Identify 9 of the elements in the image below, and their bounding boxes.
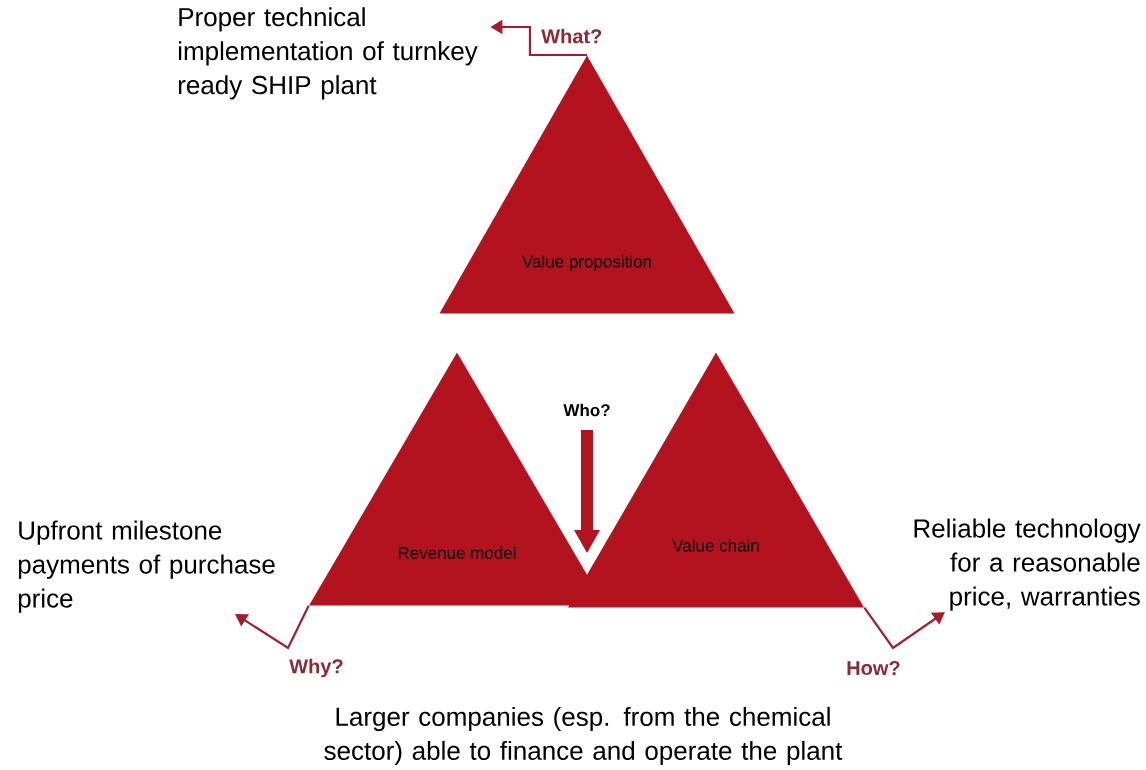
arrow (235, 605, 310, 650)
edge-label: Why? (289, 658, 343, 678)
description-text: Larger companies (esp. from the chemical sector) able to finance and operate the plant (324, 706, 843, 766)
node-label: Revenue model (398, 546, 516, 559)
edge-label: How? (847, 660, 900, 676)
edge-label: What? (541, 28, 602, 44)
description-text: Reliable technology for a reasonable price, warranties (914, 518, 1141, 611)
arrow (863, 607, 945, 650)
description-text: Upfront milestone payments of purchase price (18, 520, 275, 613)
